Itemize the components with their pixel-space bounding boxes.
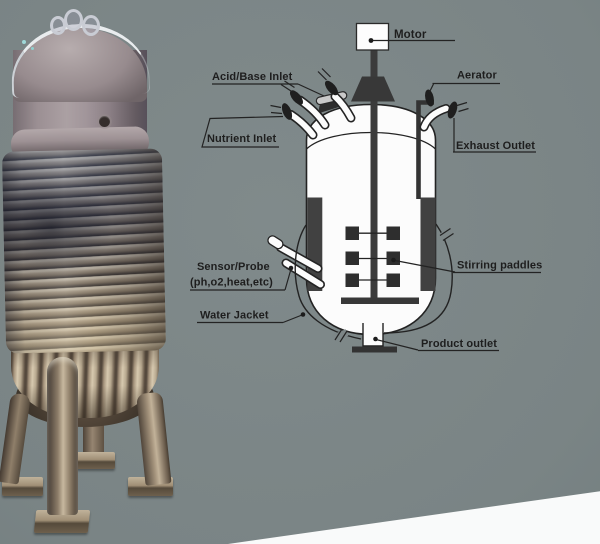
water-jacket-outline [294, 223, 454, 343]
stirrer-shaft [370, 49, 378, 298]
tank-pipe-skirt [11, 346, 159, 418]
leader-dots [288, 38, 396, 342]
motor-box [355, 22, 390, 51]
label-acid-base-inlet: Acid/Base Inlet [212, 71, 293, 83]
motor-mount [351, 76, 395, 102]
tank-glint [22, 40, 26, 44]
bioreactor-photo [0, 0, 200, 544]
tank-lifting-lug [64, 9, 83, 31]
product-outlet-base [352, 346, 397, 353]
stirring-paddles-group [345, 226, 400, 287]
inlet-nozzles [270, 68, 356, 140]
tank-glint [31, 47, 34, 50]
label-sensor-probe-2: (ph,o2,heat,etc) [190, 277, 273, 289]
product-outlet-box [362, 323, 384, 347]
label-exhaust-outlet: Exhaust Outlet [456, 140, 535, 152]
tank-leg-front [47, 357, 78, 515]
label-nutrient-inlet: Nutrient Inlet [207, 133, 276, 145]
label-sensor-probe-1: Sensor/Probe [197, 261, 270, 273]
tank-port-hole [99, 116, 110, 127]
label-motor: Motor [394, 29, 427, 41]
exhaust-nozzle [419, 101, 469, 132]
aerator-valve [425, 89, 434, 107]
tank-baseplate-back [76, 452, 115, 469]
water-jacket-panel-right [420, 197, 436, 291]
label-aerator: Aerator [457, 70, 497, 82]
leader-lines [190, 39, 541, 352]
label-stirring-paddles: Stirring paddles [457, 260, 542, 272]
tank-lifting-lug [82, 15, 100, 36]
bottom-anchor-bar [341, 297, 419, 304]
label-product-outlet: Product outlet [421, 338, 497, 350]
label-water-jacket: Water Jacket [200, 310, 269, 322]
